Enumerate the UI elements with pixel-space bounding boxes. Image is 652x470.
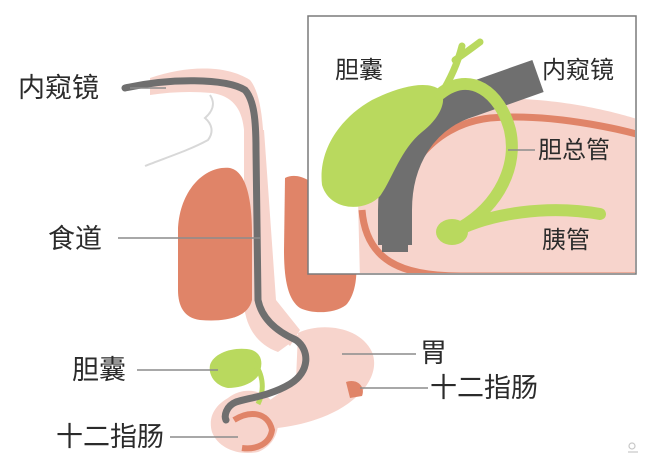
label-esophagus: 食道 — [48, 226, 102, 253]
inset-papilla — [436, 219, 468, 245]
label-endoscope: 内窥镜 — [18, 75, 99, 102]
label-duodenum: 十二指肠 — [56, 424, 164, 451]
inset-label-endoscope: 内窥镜 — [542, 58, 614, 82]
left-lung — [178, 168, 252, 321]
inset-label-common-bile-duct: 胆总管 — [538, 138, 610, 162]
face-contour — [145, 95, 213, 166]
watermark-glyph — [628, 443, 638, 452]
label-gallbladder: 胆囊 — [72, 357, 126, 384]
label-duodenum-right: 十二指肠 — [430, 375, 538, 402]
inset-endoscope-tip — [382, 200, 408, 252]
inset-label-pancreatic-duct: 胰管 — [542, 228, 590, 252]
inset-label-gallbladder: 胆囊 — [335, 58, 383, 82]
gallbladder — [210, 349, 262, 388]
label-stomach: 胃 — [420, 340, 447, 367]
